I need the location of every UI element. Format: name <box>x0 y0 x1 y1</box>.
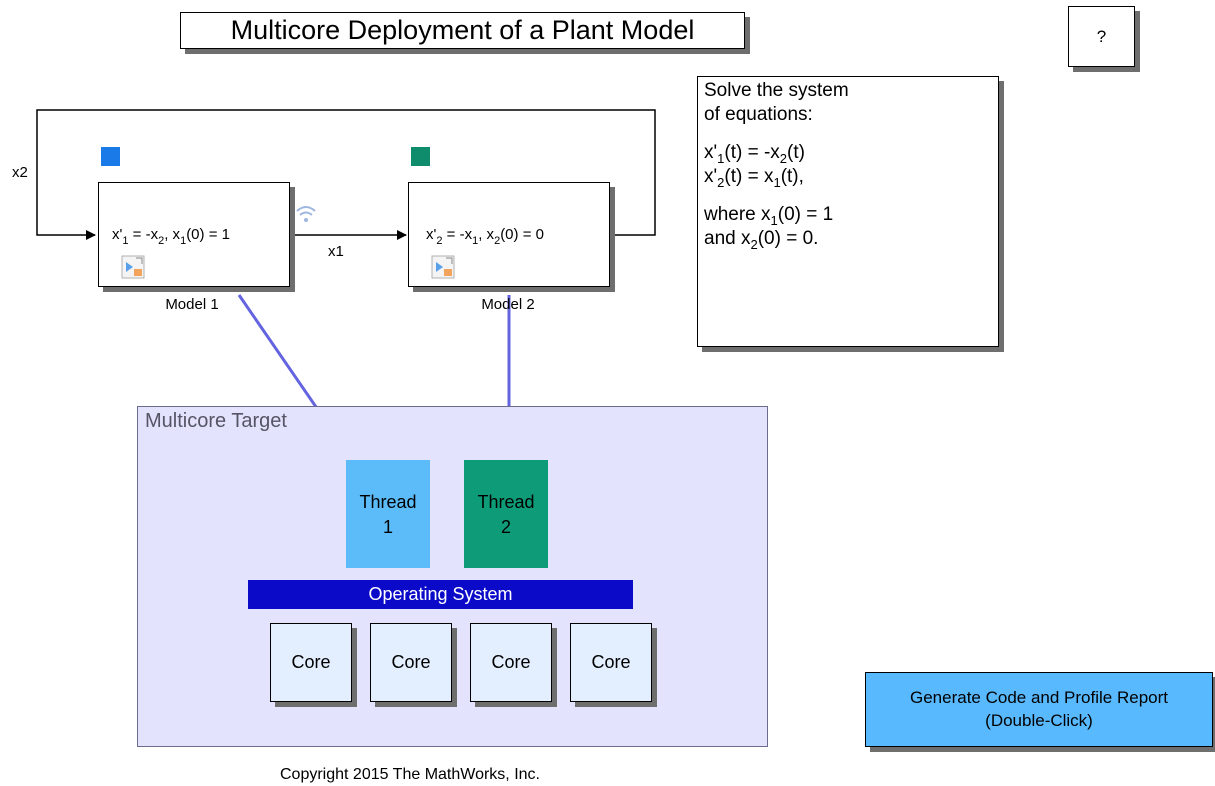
model2-name: Model 2 <box>481 296 535 313</box>
model2-block[interactable]: x'2 = -x1, x2(0) = 0 <box>408 182 610 287</box>
eq-subscript: 2 <box>750 237 758 252</box>
core-block: Core <box>370 623 452 702</box>
copyright-text: Copyright 2015 The MathWorks, Inc. <box>280 766 540 783</box>
thread-1-block[interactable]: Thread 1 <box>346 460 430 568</box>
model2-equation: x'2 = -x1, x2(0) = 0 <box>426 226 544 247</box>
initial-condition-1: where x1(0) = 1 <box>704 203 998 227</box>
eq-subscript: 1 <box>770 213 778 228</box>
eq-subscript: 2 <box>779 151 788 166</box>
core-block: Core <box>270 623 352 702</box>
eq-text: (0) = 1 <box>777 204 834 225</box>
eq-text: x' <box>704 166 718 187</box>
eq-text: and x <box>704 228 751 249</box>
thread-label: Thread <box>359 492 417 512</box>
equation-2: x'2(t) = x1(t), <box>704 165 998 189</box>
help-button[interactable]: ? <box>1068 6 1135 67</box>
note-line: Solve the system <box>704 80 849 101</box>
signal-label-x2: x2 <box>12 164 28 181</box>
model1-equation: x'1 = -x2, x1(0) = 1 <box>112 226 230 247</box>
eq-text: (t) = -x <box>724 142 780 163</box>
thread-number: 2 <box>500 517 511 537</box>
generate-code-report-button[interactable]: Generate Code and Profile Report (Double… <box>865 672 1213 747</box>
model1-name: Model 1 <box>165 296 219 313</box>
multicore-target-area <box>137 406 768 747</box>
wireless-signal-icon <box>296 206 316 222</box>
button-label: Generate Code and Profile Report <box>910 688 1168 707</box>
x2-feedback-line <box>36 109 656 240</box>
model-reference-icon <box>431 255 455 279</box>
eq-subscript: 2 <box>717 175 725 190</box>
thread-number: 1 <box>382 517 393 537</box>
model2-task-color-badge <box>411 147 430 166</box>
model1-block[interactable]: x'1 = -x2, x1(0) = 1 <box>98 182 290 287</box>
thread-label: Thread <box>477 492 535 512</box>
core-block: Core <box>470 623 552 702</box>
core-block: Core <box>570 623 652 702</box>
initial-condition-2: and x2(0) = 0. <box>704 227 998 251</box>
eq-subscript: 1 <box>717 151 725 166</box>
eq-text: (t), <box>780 166 804 187</box>
eq-text: (t) <box>787 142 805 163</box>
page-title: Multicore Deployment of a Plant Model <box>180 12 745 49</box>
button-hint: (Double-Click) <box>985 711 1093 730</box>
eq-subscript: 1 <box>773 175 781 190</box>
model1-task-color-badge <box>101 147 120 166</box>
note-line: of equations: <box>704 104 813 125</box>
equation-1: x'1(t) = -x2(t) <box>704 141 998 165</box>
eq-text: (0) = 0. <box>757 228 819 249</box>
eq-text: (t) = x <box>724 166 774 187</box>
equations-note: Solve the system of equations: x'1(t) = … <box>697 76 999 347</box>
multicore-target-label: Multicore Target <box>145 410 287 432</box>
signal-label-x1: x1 <box>328 243 344 260</box>
eq-text: where x <box>704 204 771 225</box>
eq-text: x' <box>704 142 718 163</box>
model-reference-icon <box>121 255 145 279</box>
operating-system-bar: Operating System <box>248 580 633 609</box>
thread-2-block[interactable]: Thread 2 <box>464 460 548 568</box>
